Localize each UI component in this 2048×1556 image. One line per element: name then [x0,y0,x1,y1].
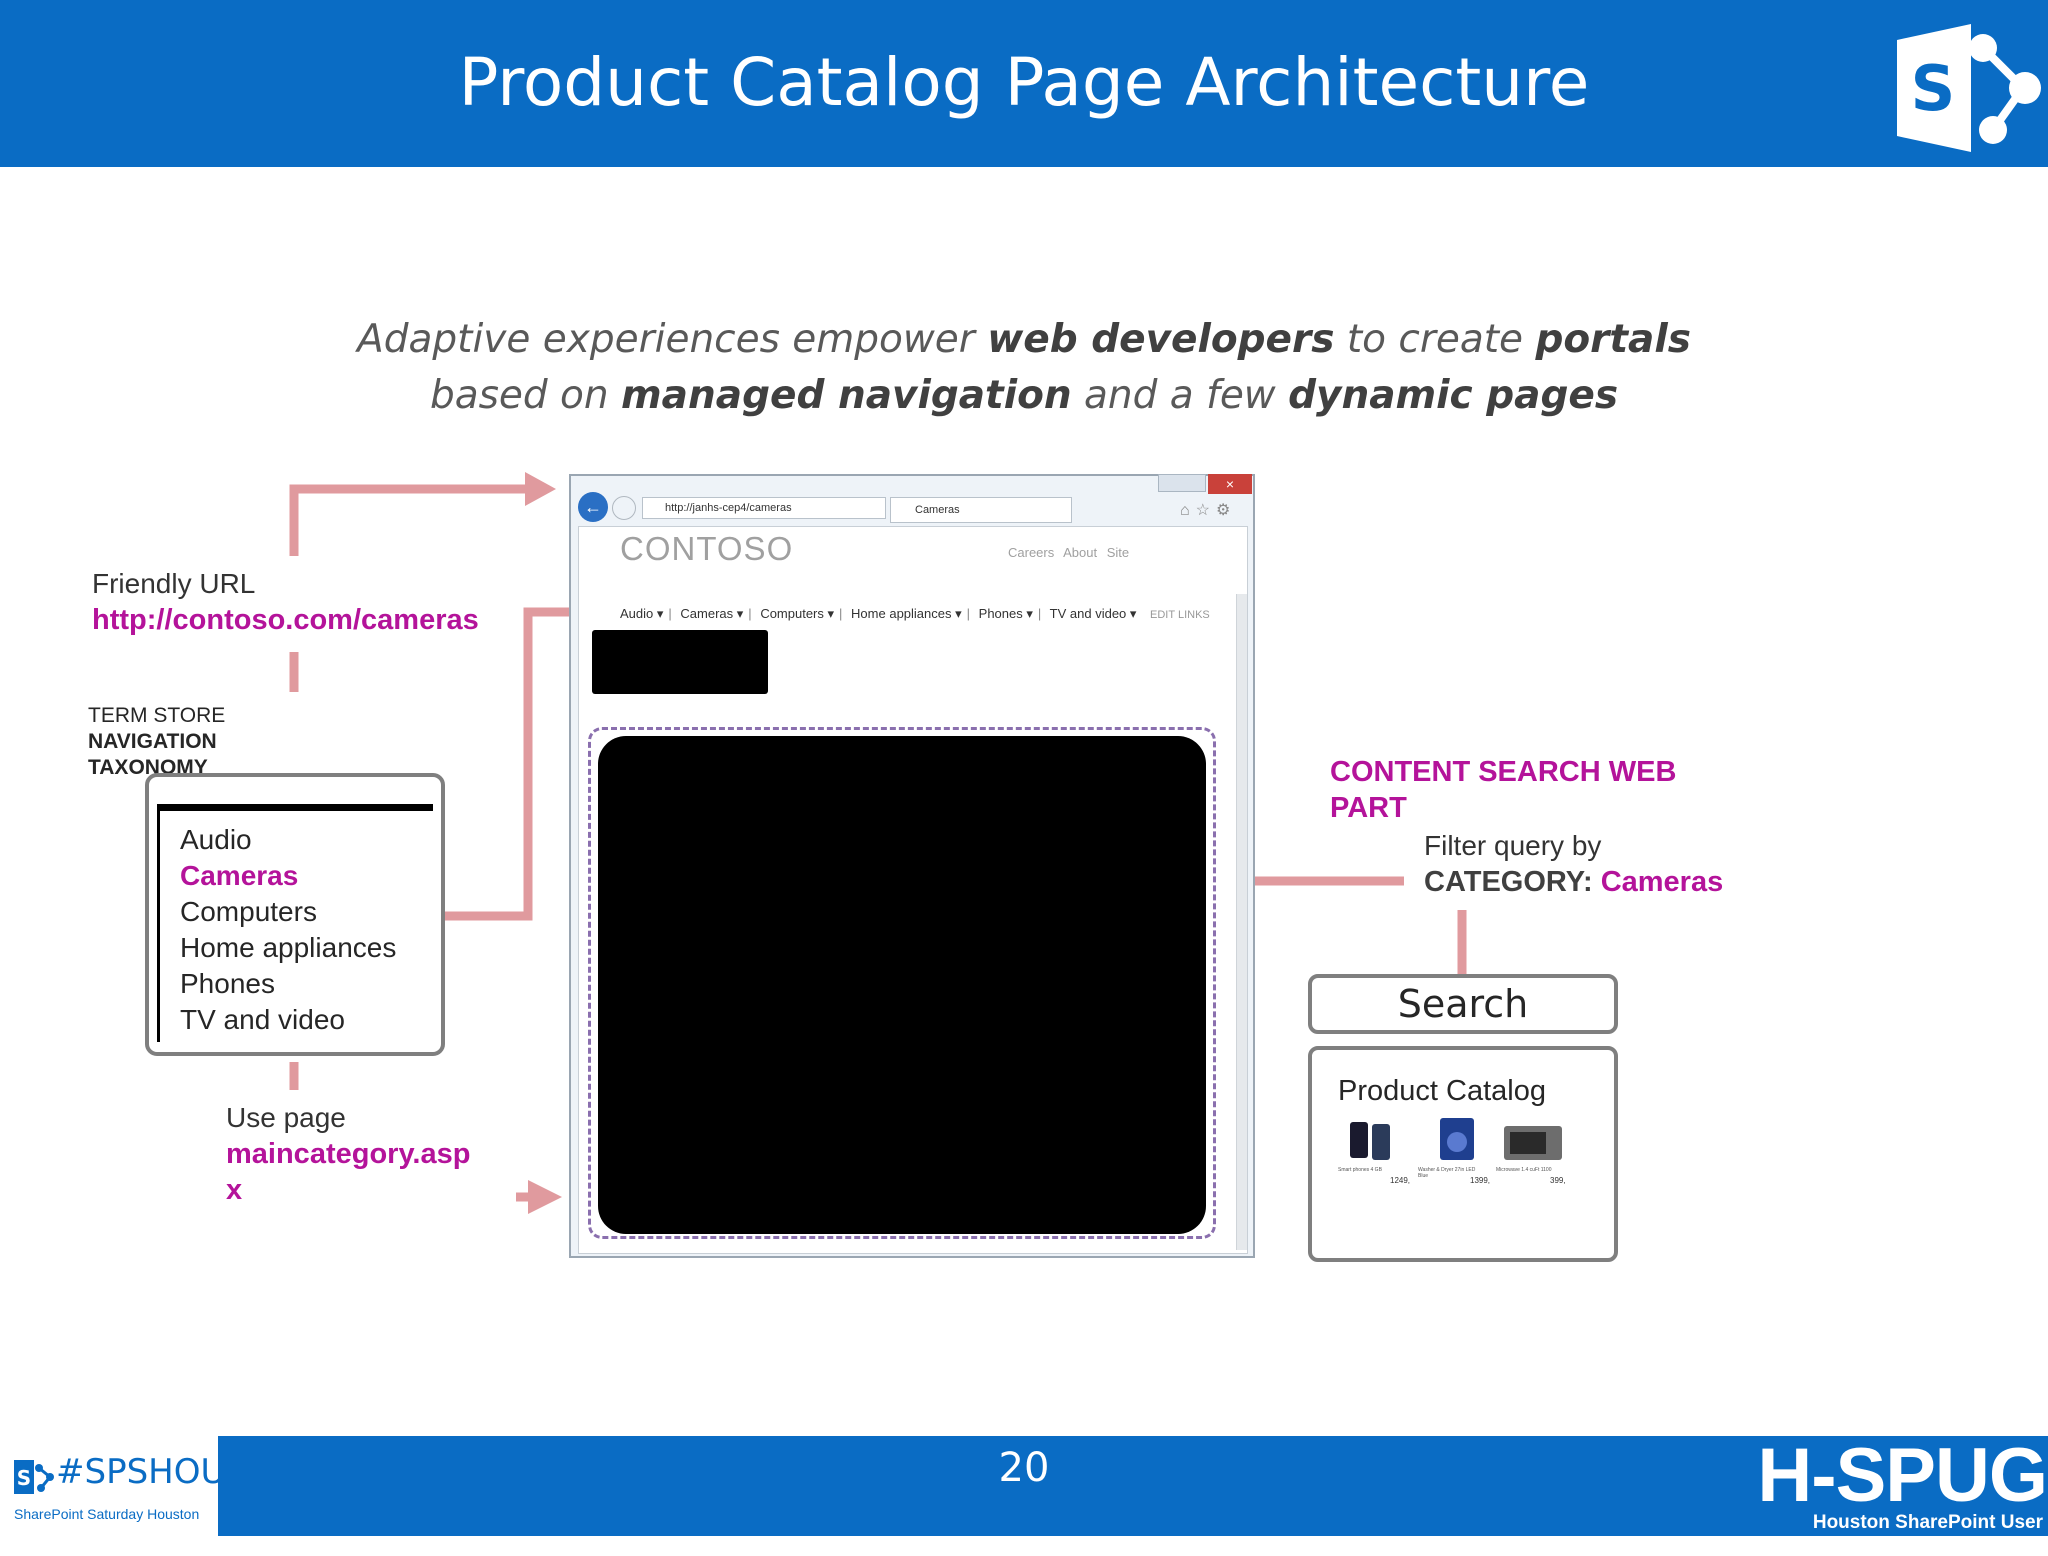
page-number: 20 [998,1445,1050,1491]
nav-item-cameras[interactable]: Cameras [680,606,734,621]
site-top-links[interactable]: Careers About Site [1008,545,1130,560]
sharepoint-small-logo-icon: S [14,1460,54,1494]
search-box: Search [1308,974,1618,1034]
group-acronym: H-SPUG [1757,1433,2048,1518]
address-bar[interactable]: http://janhs-cep4/cameras [642,497,886,519]
sharepoint-logo-icon: S [1897,24,2041,152]
group-name: Houston SharePoint User Group [1812,1512,2043,1555]
window-min-max-buttons[interactable] [1158,474,1206,492]
nav-item-audio[interactable]: Audio [620,606,654,621]
taxonomy-top-bar [159,804,433,811]
product-caption: Microwave 1.4 cuFt 1100 [1496,1167,1552,1173]
washer-product-icon [1440,1118,1474,1160]
term-store-label: TERM STORE [88,704,226,727]
use-page-value-line2: x [226,1174,243,1206]
browser-tab-cameras[interactable]: Cameras [890,497,1072,523]
taxonomy-item-computers: Computers [180,896,317,927]
content-search-web-part-outline [588,727,1216,1239]
home-star-gear-icons[interactable]: ⌂☆⚙ [1180,502,1237,519]
footer-bar [0,1436,2048,1536]
product-catalog-label: Product Catalog [1338,1075,1546,1107]
use-page-value-line1: maincategory.asp [226,1138,471,1170]
header-bar [0,0,2048,167]
hspug-logo: H-SPUG Houston SharePoint User Group [1757,1433,2048,1556]
edit-links[interactable]: EDIT LINKS [1150,609,1210,621]
product-catalog-box [1308,1046,1618,1262]
site-logo[interactable]: CONTOSO [620,530,794,567]
use-page-label: Use page [226,1102,346,1133]
category-filter: CATEGORY: Cameras [1424,866,1724,898]
filter-query-label: Filter query by [1424,830,1602,861]
back-arrow-icon[interactable]: ← [578,492,608,522]
phone-product-icon [1350,1122,1390,1160]
spshou-hashtag: #SPSHOU [56,1452,226,1492]
redacted-block-small [592,630,768,694]
svg-text:S: S [17,1466,31,1490]
window-close-button[interactable]: × [1208,474,1252,494]
product-price: 1399, [1470,1176,1491,1185]
friendly-url-value: http://contoso.com/cameras [92,604,479,636]
taxonomy-side-line [157,804,160,1042]
taxonomy-item-cameras: Cameras [180,860,299,891]
event-name: SharePoint Saturday Houston [14,1506,200,1522]
taxonomy-item-phones: Phones [180,968,275,999]
csw-title-line2: PART [1330,792,1407,824]
taxonomy-list: Audio Cameras Computers Home appliances … [180,822,396,1038]
friendly-url-label: Friendly URL [92,568,256,599]
taxonomy-item-audio: Audio [180,824,252,855]
product-price: 1249, [1390,1176,1411,1185]
product-caption: Smart phones 4 GB [1338,1167,1382,1173]
subtitle: Adaptive experiences empower web develop… [357,317,1691,418]
product-price: 399, [1550,1176,1566,1185]
nav-item-home-appliances[interactable]: Home appliances [851,606,952,621]
taxonomy-item-home-appliances: Home appliances [180,932,397,963]
taxonomy-item-tv-and-video: TV and video [180,1004,345,1035]
site-navigation-bar: Audio ▾| Cameras ▾| Computers ▾| Home ap… [620,606,1210,621]
csw-title-line1: CONTENT SEARCH WEB [1330,756,1677,788]
nav-item-phones[interactable]: Phones [978,606,1023,621]
navigation-label: NAVIGATION [88,730,217,753]
forward-arrow-icon[interactable] [612,496,636,520]
nav-item-computers[interactable]: Computers [760,606,824,621]
microwave-product-icon [1504,1126,1562,1160]
slide-title: Product Catalog Page Architecture [458,44,1590,121]
redacted-block-large [598,736,1206,1234]
product-caption: Washer & Dryer 27in LED Blue [1418,1167,1476,1179]
footer-left-panel [0,1436,218,1536]
nav-item-tv-and-video[interactable]: TV and video [1049,606,1127,621]
browser-scrollbar[interactable] [1236,594,1247,1250]
taxonomy-box [145,773,445,1056]
svg-text:S: S [1911,52,1956,125]
